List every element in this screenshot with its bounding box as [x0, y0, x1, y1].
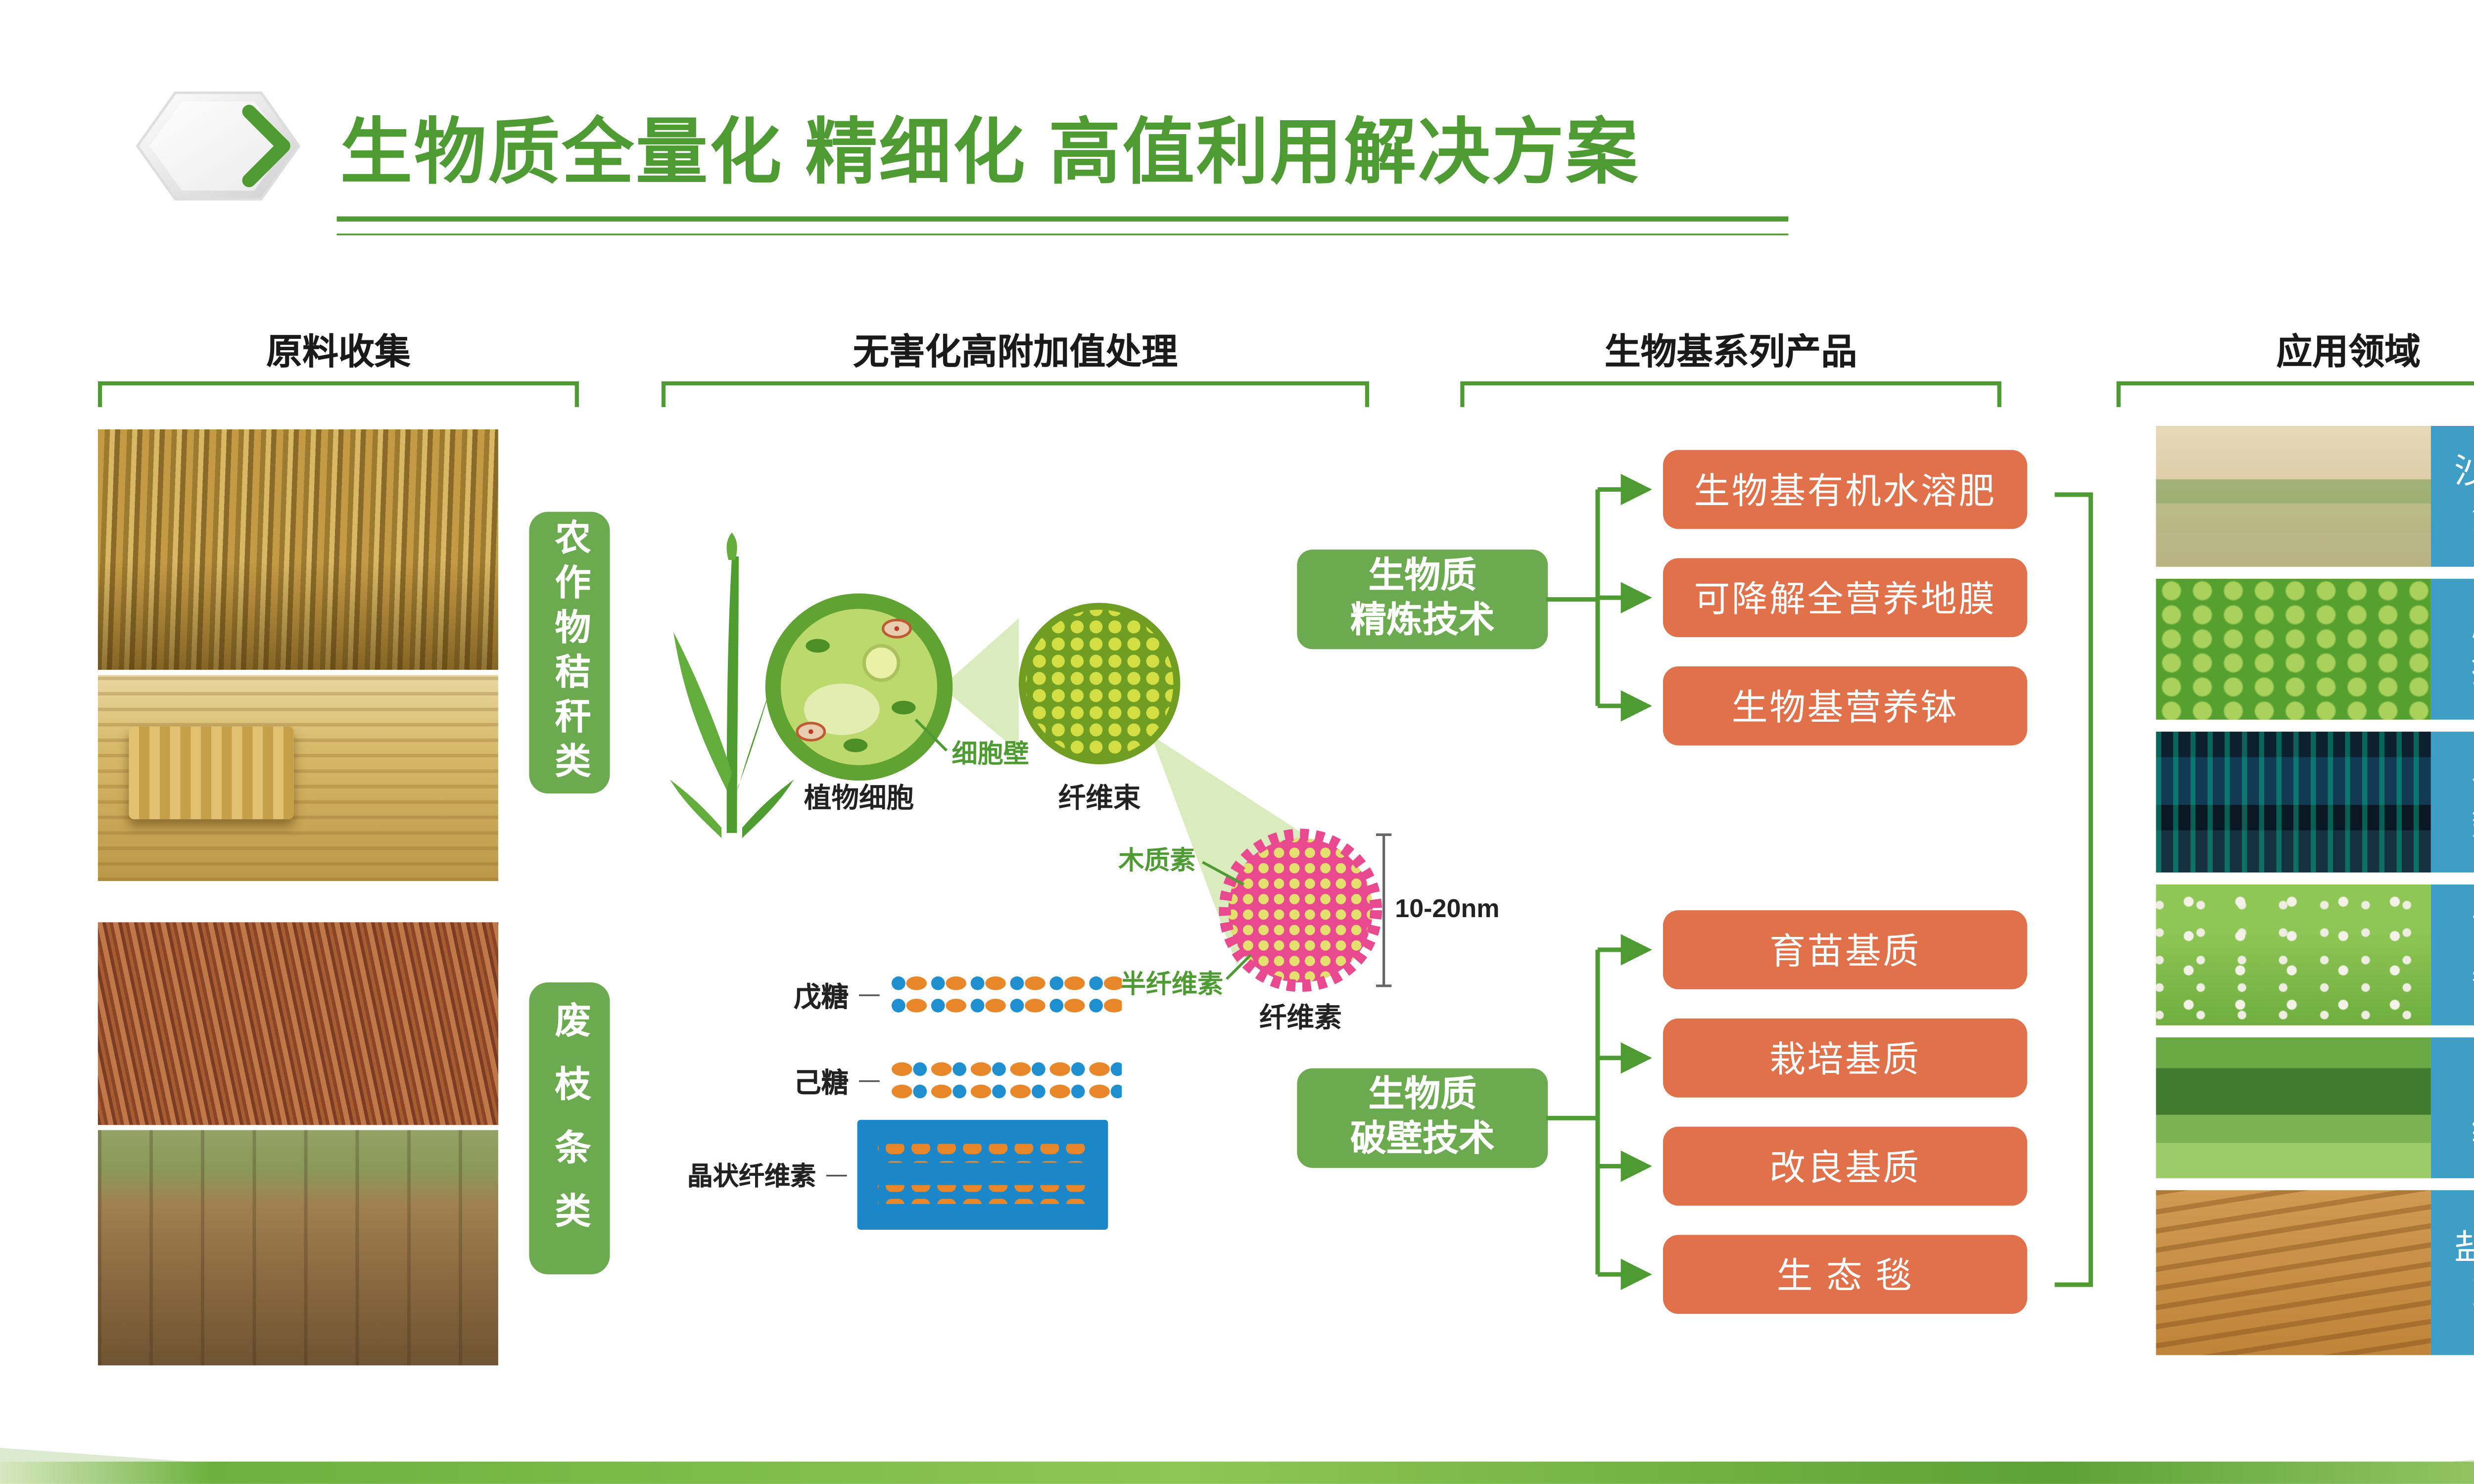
fiber-bundle-diagram	[1018, 603, 1181, 765]
application-label: 农业 数据	[2430, 732, 2474, 873]
product-button-improvement-substrate: 改良基质	[1663, 1126, 2027, 1206]
application-label-line2: 改良	[2471, 1273, 2474, 1319]
section-header-products: 生物基系列产品	[1604, 333, 1857, 373]
photo-park-trees	[2156, 1037, 2431, 1178]
product-button-eco-blanket: 生 态 毯	[1663, 1235, 2027, 1314]
processing-diagram: 10-20nm 植物细胞 细胞壁 纤维束 木质素 半纤维素 纤维素	[670, 532, 1500, 1033]
hexose-dash	[859, 1079, 880, 1081]
crystalline-cellulose-label: 晶状纤维素	[687, 1161, 816, 1191]
photo-cabbage-field	[2156, 579, 2431, 720]
application-label-line1: 园林	[2471, 1062, 2474, 1108]
refining-tech-line1: 生物质	[1368, 556, 1477, 596]
application-row-landscaping: 园林 绿化	[2156, 1037, 2474, 1178]
bracket-applications	[2116, 381, 2474, 407]
product-button-seedling-substrate: 育苗基质	[1663, 910, 2027, 989]
pentose-chain	[890, 972, 1122, 1017]
pentose-row: 戊糖	[794, 972, 1122, 1017]
section-header-applications: 应用领域	[2276, 333, 2421, 373]
breaking-tech-line1: 生物质	[1368, 1075, 1477, 1115]
application-label-line1: 肥力	[2471, 603, 2474, 649]
hexose-chain	[890, 1058, 1122, 1103]
application-label: 盐碱地 改良	[2430, 1190, 2474, 1355]
section-header-processing: 无害化高附加值处理	[853, 333, 1178, 373]
footer-ribbon	[0, 1461, 2474, 1484]
cell-wall-label: 细胞壁	[952, 740, 1029, 769]
application-label: 沙漠化 治理	[2430, 426, 2474, 567]
refining-tech-line2: 精炼技术	[1350, 601, 1495, 641]
application-label-line2: 绿化	[2471, 1108, 2474, 1154]
photo-plowed-soil	[2156, 1190, 2431, 1355]
product-button-nutrient-pot: 生物基营养钵	[1663, 666, 2027, 745]
plant-cell-diagram	[765, 593, 953, 781]
title-underline	[336, 216, 1789, 235]
photo-vine-prunings	[97, 1130, 498, 1366]
cellulose-label: 纤维素	[1259, 1002, 1342, 1033]
application-row-fertility: 肥力 提升	[2156, 579, 2474, 720]
ribbon-fold-right	[2450, 1447, 2474, 1462]
application-label: 园林 绿化	[2430, 1037, 2474, 1178]
application-label: 肥力 提升	[2430, 579, 2474, 720]
products-to-applications-bracket	[2054, 492, 2093, 1287]
hexose-label: 己糖	[794, 1070, 849, 1100]
bracket-processing	[661, 381, 1370, 407]
application-label-line1: 畜牧	[2471, 909, 2474, 955]
category-label-waste-branches: 废枝条类	[529, 982, 610, 1275]
application-label-line1: 农业	[2471, 756, 2474, 802]
photo-straw-bales	[97, 675, 498, 881]
hexose-row: 己糖	[794, 1058, 1122, 1103]
product-button-water-soluble-fertilizer: 生物基有机水溶肥	[1663, 450, 2027, 529]
application-row-saline-soil: 盐碱地 改良	[2156, 1190, 2474, 1355]
photo-red-branches	[97, 922, 498, 1125]
product-button-degradable-mulch: 可降解全营养地膜	[1663, 558, 2027, 638]
lignin-label: 木质素	[1118, 846, 1195, 875]
bracket-products	[1460, 381, 2001, 407]
application-label-line1: 沙漠化	[2454, 450, 2474, 497]
breaking-connector-arrows	[1546, 934, 1652, 1290]
scale-label: 10-20nm	[1395, 894, 1499, 923]
crystalline-cellulose-diagram	[857, 1119, 1108, 1230]
refining-tech-label: 生物质 精炼技术	[1297, 550, 1548, 649]
refining-connector-arrows	[1546, 473, 1652, 722]
breaking-tech-line2: 破壁技术	[1350, 1119, 1495, 1159]
scale-measure	[1376, 833, 1392, 987]
breaking-tech-label: 生物质 破壁技术	[1297, 1068, 1548, 1168]
pentose-dash	[859, 993, 880, 996]
page-title: 生物质全量化 精细化 高值利用解决方案	[340, 111, 1640, 192]
application-label-line2: 治理	[2471, 496, 2474, 543]
product-button-cultivation-substrate: 栽培基质	[1663, 1018, 2027, 1098]
pointer-lines	[914, 718, 1252, 980]
hexagon-icon	[136, 91, 301, 201]
crystalline-dash	[826, 1174, 847, 1176]
application-row-ag-data: 农业 数据	[2156, 732, 2474, 873]
application-row-desertification: 沙漠化 治理	[2156, 426, 2474, 567]
photo-ag-data-screens	[2156, 732, 2431, 873]
section-header-collection: 原料收集	[266, 333, 411, 373]
plant-cell-label: 植物细胞	[804, 783, 914, 813]
crystalline-cellulose-row: 晶状纤维素	[687, 1119, 1108, 1230]
pentose-label: 戊糖	[794, 984, 849, 1014]
plant-illustration	[670, 532, 794, 838]
application-row-livestock: 畜牧 养殖	[2156, 884, 2474, 1025]
ribbon-fold-left	[0, 1447, 189, 1462]
application-label: 畜牧 养殖	[2430, 884, 2474, 1025]
hemicellulose-label: 半纤维素	[1120, 970, 1223, 999]
application-label-line2: 养殖	[2471, 955, 2474, 1001]
photo-corn-stalks	[97, 429, 498, 670]
cellulose-fibril-diagram	[1219, 829, 1382, 992]
application-label-line1: 盐碱地	[2454, 1226, 2474, 1273]
category-label-crop-straw: 农作物秸秆类	[529, 511, 610, 794]
bracket-collection	[97, 381, 579, 407]
photo-sheep-grazing	[2156, 884, 2431, 1025]
application-label-line2: 提升	[2471, 649, 2474, 696]
photo-desert-restoration	[2156, 426, 2431, 567]
fiber-bundle-label: 纤维束	[1058, 783, 1141, 813]
application-label-line2: 数据	[2471, 802, 2474, 848]
